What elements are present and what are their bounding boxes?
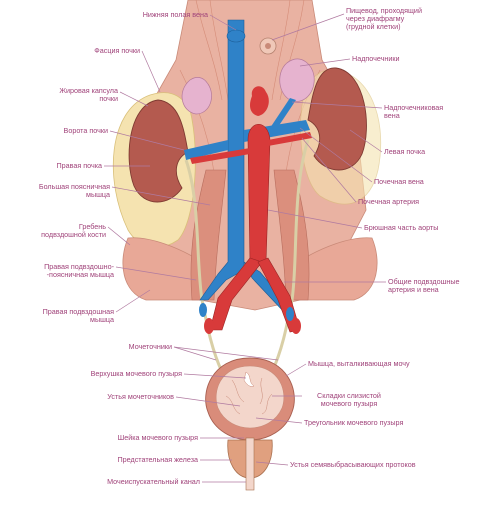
leader-bladder-apex xyxy=(183,373,247,379)
leader-left-kidney xyxy=(349,129,383,153)
mucosal-folds xyxy=(225,377,273,415)
abdominal-aorta-vessel xyxy=(247,123,271,263)
inferior-vena-cava-vessel xyxy=(199,19,245,301)
bladder-apex-mark xyxy=(243,371,255,387)
leader-abdominal-aorta xyxy=(267,209,363,229)
label-detrusor: Мышца, выталкивающая мочу xyxy=(308,359,410,368)
label-renal-artery: Почечная артерия xyxy=(358,197,420,206)
left-iliac-muscle xyxy=(297,237,378,301)
label-renal-vein: Почечная вена xyxy=(374,177,424,186)
label-renal-hilum: Ворота почки xyxy=(63,126,108,135)
celiac-trunk xyxy=(250,86,269,116)
bladder-lumen xyxy=(215,365,285,429)
leader-adrenal-gland xyxy=(299,58,351,67)
leader-fat-capsule xyxy=(119,91,149,107)
label-trigone: Треугольник мочевого пузыря xyxy=(304,418,404,427)
iliac-vein-end-left xyxy=(286,307,294,321)
leader-iliacus xyxy=(115,289,151,313)
vena-cava-opening xyxy=(226,29,246,43)
right-iliac-muscle xyxy=(122,237,203,301)
leader-adrenal-vein xyxy=(291,101,383,109)
label-renal-fascia: Фасция почки xyxy=(94,46,140,55)
label-prostate: Предстательная железа xyxy=(117,455,199,464)
left-adrenal-vein xyxy=(270,98,296,130)
iliac-artery-end-right xyxy=(204,318,214,334)
label-ejaculatory-ducts: Устья семявыбрасывающих протоков xyxy=(290,460,416,469)
label-iliopsoas: Правая подвздошно--поясничная мышца xyxy=(44,262,114,279)
leader-iliopsoas xyxy=(115,266,197,281)
left-adrenal-gland xyxy=(279,58,315,102)
leader-renal-vein xyxy=(299,127,373,183)
leader-detrusor xyxy=(285,363,307,377)
label-ureters: Мочеточники xyxy=(128,342,172,351)
renal-arteries xyxy=(190,132,312,164)
leader-ureters-2 xyxy=(173,346,279,361)
iliac-artery-end-left xyxy=(291,318,301,334)
iliac-vein-end-right xyxy=(199,303,207,317)
label-inferior-vena-cava: Нижняя полая вена xyxy=(142,10,208,19)
leader-ureter-orifices xyxy=(175,396,241,407)
label-abdominal-aorta: Брюшная часть аорты xyxy=(364,223,439,232)
right-adrenal-gland xyxy=(181,77,212,115)
leader-inferior-vena-cava xyxy=(209,14,237,31)
leader-ejaculatory-ducts xyxy=(255,461,289,466)
label-leader-lines xyxy=(104,13,386,483)
right-ureter xyxy=(184,159,224,373)
leader-renal-hilum xyxy=(109,130,185,151)
label-left-kidney: Левая почка xyxy=(384,147,426,156)
leader-renal-fascia xyxy=(141,50,161,93)
left-ureter xyxy=(270,139,310,373)
label-urethra: Мочеиспускательный канал xyxy=(107,477,200,486)
leader-psoas-major xyxy=(111,186,211,206)
leader-renal-artery xyxy=(301,137,357,203)
label-ureter-orifices: Устья мочеточников xyxy=(107,392,174,401)
urethra-canal xyxy=(245,437,255,491)
right-renal-vein xyxy=(184,140,228,160)
leader-trigone xyxy=(255,417,303,424)
esophagus-lumen xyxy=(265,43,271,49)
leader-iliac-crest xyxy=(107,226,131,246)
right-kidney xyxy=(128,99,189,203)
leader-esophagus xyxy=(271,13,345,41)
leader-ureters xyxy=(173,346,217,361)
label-adrenal-gland: Надпочечники xyxy=(352,54,400,63)
label-bladder-apex: Верхушка мочевого пузыря xyxy=(90,369,182,378)
label-right-kidney: Правая почка xyxy=(56,161,102,170)
label-bladder-neck: Шейка мочевого пузыря xyxy=(117,433,198,442)
left-kidney xyxy=(307,67,367,171)
